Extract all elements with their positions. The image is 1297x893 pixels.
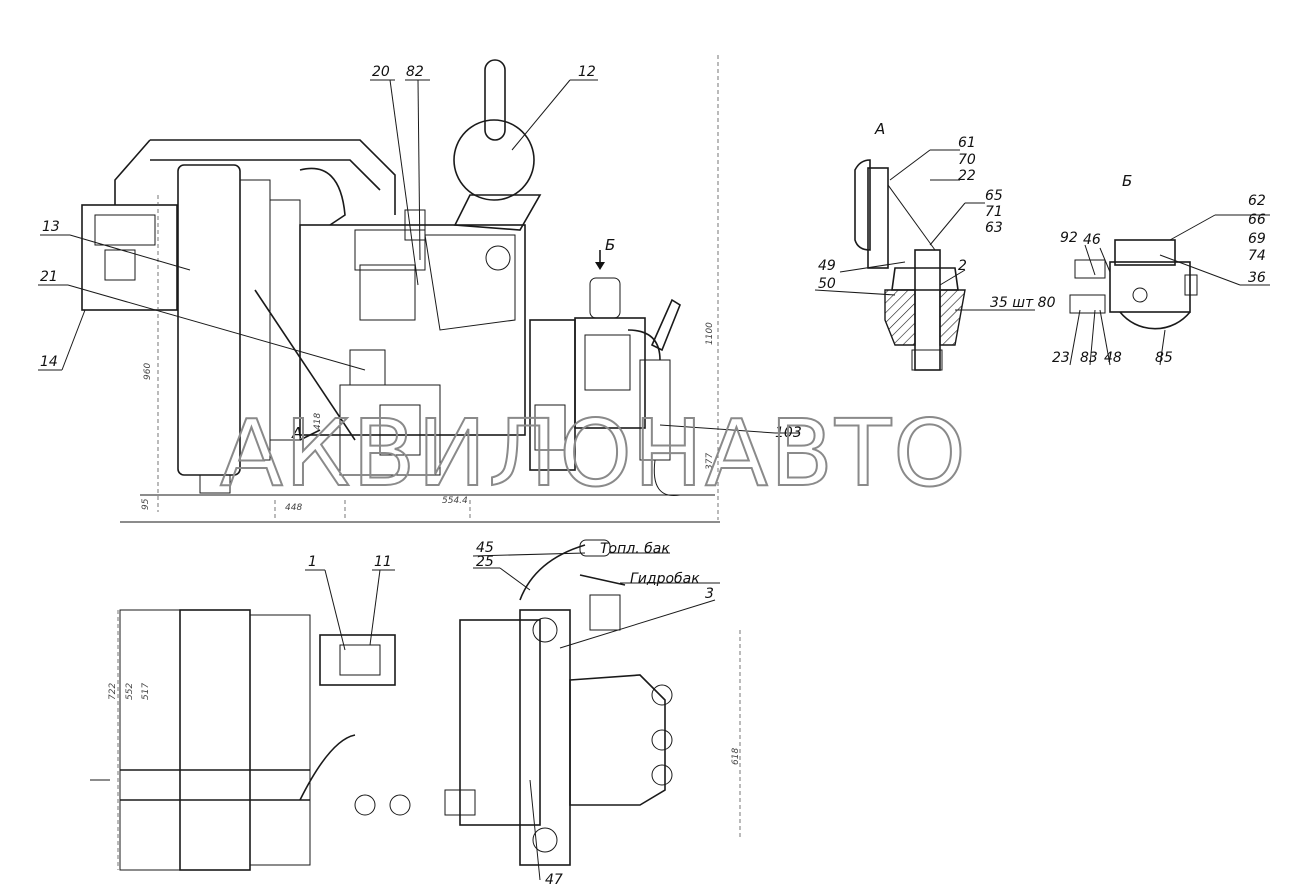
dim-552: 552 bbox=[125, 683, 135, 700]
label-69: 69 bbox=[1248, 231, 1266, 247]
flywheel-housing bbox=[459, 619, 541, 826]
dim-960: 960 bbox=[143, 363, 153, 380]
label-25: 25 bbox=[476, 554, 494, 570]
watermark-logo: АКВИЛОНАВТО bbox=[220, 400, 968, 507]
expansion-tank bbox=[81, 204, 178, 311]
label-22: 22 bbox=[958, 168, 976, 184]
label-35: 35 шт 80 bbox=[990, 295, 1056, 311]
dim-95: 95 bbox=[141, 498, 151, 510]
label-61: 61 bbox=[958, 135, 976, 151]
engine-block bbox=[299, 224, 526, 436]
part-labels: 12 20 82 13 21 14 103 1 11 45 25 3 47 61… bbox=[40, 64, 1266, 888]
air-filter bbox=[453, 119, 535, 201]
hydro-tank-callout: Гидробак bbox=[630, 571, 700, 587]
dim-418: 418 bbox=[313, 413, 323, 430]
dim-618: 618 bbox=[731, 748, 741, 765]
fuel-tank-callout: Топл. бак bbox=[600, 541, 670, 557]
rubber-pad-left bbox=[884, 289, 916, 346]
label-13: 13 bbox=[42, 219, 60, 235]
label-49: 49 bbox=[818, 258, 836, 274]
label-14: 14 bbox=[40, 354, 58, 370]
label-23: 23 bbox=[1052, 350, 1070, 366]
dim-448: 448 bbox=[285, 503, 302, 513]
leader-lines bbox=[38, 79, 1270, 881]
label-20: 20 bbox=[372, 64, 390, 80]
label-11: 11 bbox=[374, 554, 392, 570]
label-12: 12 bbox=[578, 64, 596, 80]
hose-fitting bbox=[650, 298, 681, 352]
label-46: 46 bbox=[1083, 232, 1101, 248]
label-71: 71 bbox=[985, 204, 1003, 220]
view-b-title: Б bbox=[1122, 172, 1132, 190]
label-21: 21 bbox=[40, 269, 58, 285]
valve-body bbox=[1109, 261, 1191, 313]
label-50: 50 bbox=[818, 276, 836, 292]
plan-view bbox=[90, 539, 741, 871]
dim-377: 377 bbox=[705, 453, 715, 470]
exhaust-pipe bbox=[484, 59, 506, 141]
dimensions: 960 1100 377 418 448 554.4 95 722 552 51… bbox=[108, 322, 741, 765]
label-74: 74 bbox=[1248, 248, 1266, 264]
view-b-arrow-label: Б bbox=[605, 236, 615, 254]
label-62: 62 bbox=[1248, 193, 1266, 209]
label-103: 103 bbox=[775, 425, 802, 441]
label-45: 45 bbox=[476, 540, 494, 556]
label-65: 65 bbox=[985, 188, 1003, 204]
view-a-arrow-label: А bbox=[291, 424, 302, 442]
dim-722: 722 bbox=[108, 683, 118, 700]
fuel-line bbox=[519, 544, 586, 601]
dim-1100: 1100 bbox=[705, 322, 715, 345]
view-b-detail bbox=[1069, 239, 1198, 330]
label-36: 36 bbox=[1248, 270, 1266, 286]
rubber-pad-right bbox=[939, 289, 966, 346]
label-3: 3 bbox=[705, 586, 714, 602]
side-view bbox=[81, 55, 720, 523]
label-47: 47 bbox=[545, 872, 563, 888]
radiator-plan bbox=[179, 609, 251, 871]
label-48: 48 bbox=[1104, 350, 1122, 366]
label-2: 2 bbox=[958, 258, 967, 274]
dim-517: 517 bbox=[141, 683, 151, 700]
label-63: 63 bbox=[985, 220, 1003, 236]
label-66: 66 bbox=[1248, 212, 1266, 228]
block-1 bbox=[319, 634, 396, 686]
dim-554: 554.4 bbox=[442, 496, 468, 506]
label-92: 92 bbox=[1060, 230, 1078, 246]
view-a-detail bbox=[854, 159, 966, 371]
label-1: 1 bbox=[308, 554, 317, 570]
label-70: 70 bbox=[958, 152, 976, 168]
view-a-title: А bbox=[874, 120, 885, 138]
label-83: 83 bbox=[1080, 350, 1098, 366]
label-82: 82 bbox=[406, 64, 424, 80]
label-85: 85 bbox=[1155, 350, 1173, 366]
